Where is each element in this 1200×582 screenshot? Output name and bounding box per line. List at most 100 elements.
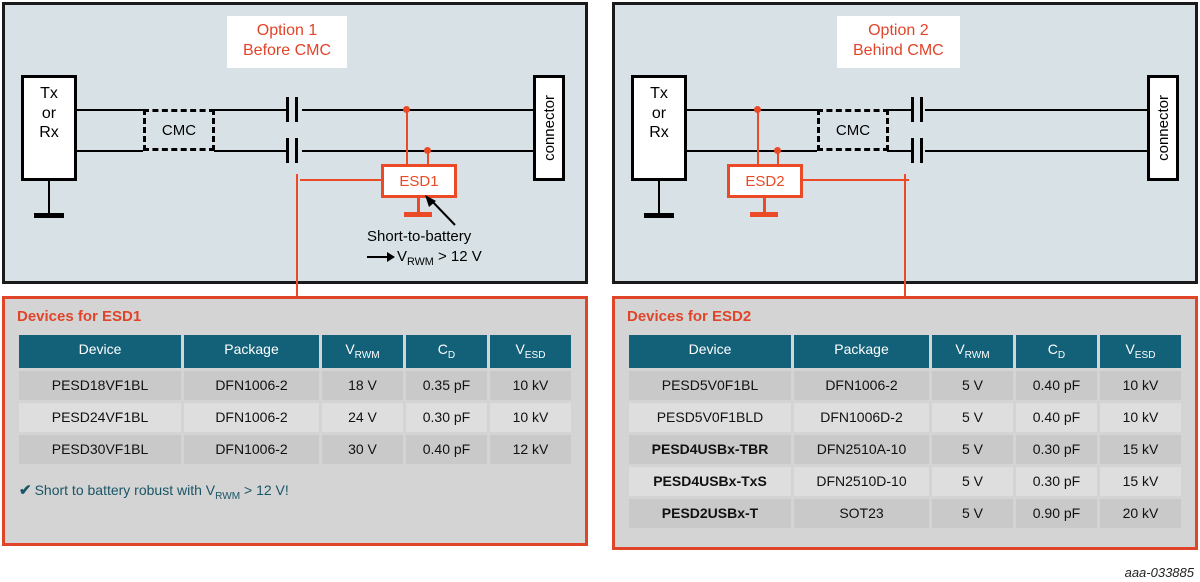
esd-tap-top-dot — [754, 106, 761, 113]
wire-bot-2 — [887, 150, 911, 152]
cell-vesd: 10 kV — [490, 402, 571, 432]
cell-device: PESD18VF1BL — [19, 370, 181, 400]
cell-package: DFN1006-2 — [184, 434, 319, 464]
devices-table-esd1: Device Package VRWM CD VESD PESD18VF1BL … — [16, 332, 574, 467]
cell-cd: 0.35 pF — [406, 370, 487, 400]
wire-bot-3 — [302, 150, 533, 152]
annotation-line-2: VRWM > 12 V — [367, 247, 482, 270]
cell-device: PESD2USBx-T — [629, 498, 791, 528]
capacitor-top-plate-b — [295, 97, 298, 122]
cmc-label: CMC — [161, 121, 197, 139]
column-header-package: Package — [184, 335, 319, 368]
card-title-esd2: Devices for ESD2 — [627, 308, 752, 325]
esd-tap-bottom-dot — [424, 147, 431, 154]
column-header-vrwm: VRWM — [322, 335, 403, 368]
wire-top-1 — [77, 109, 143, 111]
cell-vrwm: 30 V — [322, 434, 403, 464]
column-header-vrwm: VRWM — [932, 335, 1013, 368]
table-row: PESD2USBx-T SOT23 5 V 0.90 pF 20 kV — [629, 498, 1181, 528]
cell-vrwm: 5 V — [932, 370, 1013, 400]
cell-vesd: 10 kV — [1100, 402, 1181, 432]
cell-package: DFN2510D-10 — [794, 466, 929, 496]
capacitor-bottom-plate-a — [286, 138, 289, 163]
esd-tap-top-dot — [403, 106, 410, 113]
cell-cd: 0.90 pF — [1016, 498, 1097, 528]
cell-cd: 0.30 pF — [1016, 434, 1097, 464]
cell-vrwm: 5 V — [932, 498, 1013, 528]
connector-line-right — [904, 174, 906, 298]
cell-package: SOT23 — [794, 498, 929, 528]
cell-package: DFN1006-2 — [184, 402, 319, 432]
document-id: aaa-033885 — [1124, 565, 1194, 580]
cell-device: PESD5V0F1BL — [629, 370, 791, 400]
option-label-2: Option 2 Behind CMC — [837, 16, 960, 68]
cell-package: DFN1006D-2 — [794, 402, 929, 432]
cmc-block: CMC — [143, 109, 215, 151]
cell-device: PESD4USBx-TxS — [629, 466, 791, 496]
table-row: PESD24VF1BL DFN1006-2 24 V 0.30 pF 10 kV — [19, 402, 571, 432]
column-header-vesd: VESD — [1100, 335, 1181, 368]
ground-stem — [658, 181, 660, 215]
table-header-row: Device Package VRWM CD VESD — [19, 335, 571, 368]
connector-label: connector — [540, 95, 558, 161]
table-header-row: Device Package VRWM CD VESD — [629, 335, 1181, 368]
ground-symbol — [644, 213, 674, 218]
cell-vrwm: 5 V — [932, 402, 1013, 432]
note-text-before: Short to battery robust with V — [34, 481, 216, 498]
annotation-vrwm: V — [397, 248, 408, 266]
devices-table-esd2: Device Package VRWM CD VESD PESD5V0F1BL … — [626, 332, 1184, 531]
check-icon: ✔ — [19, 481, 32, 499]
cell-package: DFN2510A-10 — [794, 434, 929, 464]
column-header-cd: CD — [406, 335, 487, 368]
cell-device: PESD5V0F1BLD — [629, 402, 791, 432]
cell-vesd: 15 kV — [1100, 466, 1181, 496]
esd2-ground-stem — [763, 197, 766, 214]
wire-bot-2 — [214, 150, 286, 152]
cell-device: PESD30VF1BL — [19, 434, 181, 464]
cell-cd: 0.40 pF — [406, 434, 487, 464]
card-note-esd1: ✔Short to battery robust with VRWM > 12 … — [5, 467, 585, 502]
cmc-block: CMC — [817, 109, 889, 151]
cell-cd: 0.40 pF — [1016, 370, 1097, 400]
table-row: PESD5V0F1BLD DFN1006D-2 5 V 0.40 pF 10 k… — [629, 402, 1181, 432]
cell-cd: 0.30 pF — [1016, 466, 1097, 496]
card-title-esd1: Devices for ESD1 — [17, 308, 142, 325]
cell-vesd: 15 kV — [1100, 434, 1181, 464]
annotation-line-1: Short-to-battery — [367, 228, 472, 245]
table-row: PESD30VF1BL DFN1006-2 30 V 0.40 pF 12 kV — [19, 434, 571, 464]
wire-top-2 — [887, 109, 911, 111]
table-row: PESD5V0F1BL DFN1006-2 5 V 0.40 pF 10 kV — [629, 370, 1181, 400]
esd1-ground-stem — [417, 197, 420, 214]
cell-cd: 0.30 pF — [406, 402, 487, 432]
cell-package: DFN1006-2 — [794, 370, 929, 400]
esd-tap-bottom-dot — [774, 147, 781, 154]
cell-vrwm: 5 V — [932, 434, 1013, 464]
esd1-box: ESD1 — [381, 164, 457, 198]
option-label-1: Option 1 Before CMC — [227, 16, 348, 68]
column-header-device: Device — [629, 335, 791, 368]
capacitor-bottom-plate-b — [295, 138, 298, 163]
table-row: PESD4USBx-TBR DFN2510A-10 5 V 0.30 pF 15… — [629, 434, 1181, 464]
cell-package: DFN1006-2 — [184, 370, 319, 400]
esd-tap-top — [757, 110, 759, 165]
devices-card-esd2: Devices for ESD2 Device Package VRWM CD … — [612, 296, 1198, 550]
short-to-battery-annotation: Short-to-battery VRWM > 12 V — [367, 227, 482, 270]
wire-top-1 — [687, 109, 817, 111]
tx-rx-block: Tx or Rx — [631, 75, 687, 181]
wire-bot-3 — [925, 150, 1147, 152]
connector-label: connector — [1154, 95, 1172, 161]
wire-top-2 — [214, 109, 286, 111]
capacitor-top-plate-a — [286, 97, 289, 122]
wire-top-3 — [302, 109, 533, 111]
arrow-right-icon — [367, 252, 395, 263]
connector-block: connector — [1147, 75, 1179, 181]
table-row: PESD4USBx-TxS DFN2510D-10 5 V 0.30 pF 15… — [629, 466, 1181, 496]
note-text-after: > 12 V! — [240, 481, 289, 498]
esd1-to-table-lead — [300, 179, 383, 181]
note-sub: RWM — [215, 490, 241, 502]
capacitor-top-plate-a — [911, 97, 914, 122]
cell-vrwm: 5 V — [932, 466, 1013, 496]
capacitor-top-plate-b — [920, 97, 923, 122]
connector-line-left — [296, 174, 298, 298]
